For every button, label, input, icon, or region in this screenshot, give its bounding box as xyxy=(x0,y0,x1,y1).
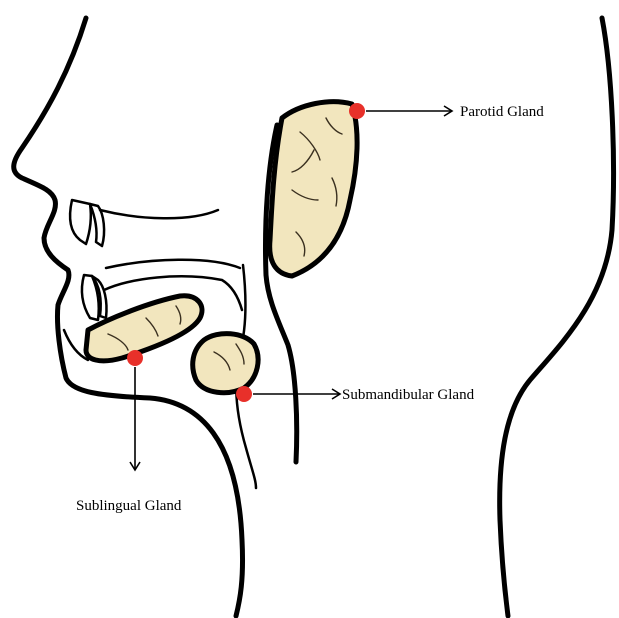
submandibular-gland-label: Submandibular Gland xyxy=(342,387,475,403)
sublingual-arrow xyxy=(130,367,140,470)
sublingual-gland-shape xyxy=(86,296,202,361)
parotid-arrow xyxy=(366,106,452,116)
upper-tooth-front xyxy=(70,200,91,244)
palate-line xyxy=(106,260,240,268)
submandibular-marker xyxy=(236,386,252,402)
submandibular-gland xyxy=(193,334,258,393)
sublingual-gland-label: Sublingual Gland xyxy=(76,498,182,514)
parotid-gland xyxy=(270,102,357,276)
parotid-marker xyxy=(349,103,365,119)
sublingual-gland xyxy=(86,296,202,361)
parotid-gland-shape xyxy=(270,102,357,276)
parotid-gland-label: Parotid Gland xyxy=(460,104,544,120)
nasal-passage-line xyxy=(100,210,218,218)
submandibular-gland-shape xyxy=(193,334,258,393)
sublingual-marker xyxy=(127,350,143,366)
